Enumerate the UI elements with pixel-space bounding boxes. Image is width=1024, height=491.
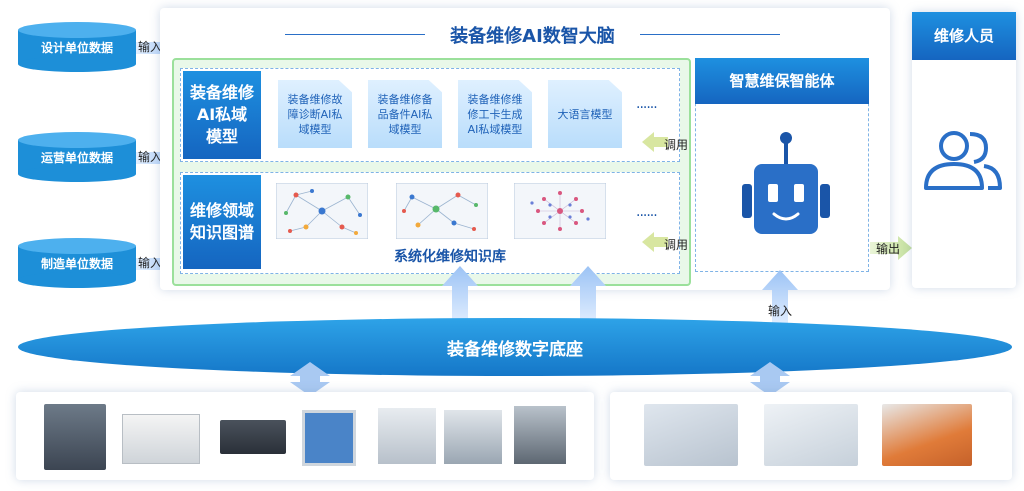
title-line-right <box>640 34 780 35</box>
call-arrow-icon <box>642 232 668 252</box>
input-label: 输入 <box>138 256 163 270</box>
call-label: 调用 <box>664 238 689 252</box>
doc-label: 装备维修维修工卡生成AI私域模型 <box>467 92 523 136</box>
knowledge-base-caption: 系统化维修知识库 <box>394 249 506 265</box>
personnel-title-bar: 维修人员 <box>912 12 1016 60</box>
private-model-box: 装备维修AI私域模型 <box>183 71 261 159</box>
equipment-image <box>514 406 566 464</box>
up-arrow-icon <box>762 270 798 326</box>
input-label: 输入 <box>138 40 163 54</box>
ellipsis: ······ <box>636 100 658 116</box>
title-line-left <box>285 34 425 35</box>
source-db-design: 设计单位数据 <box>18 22 136 72</box>
doc-workcard: 装备维修维修工卡生成AI私域模型 <box>458 80 532 148</box>
knowledge-graph-box: 维修领域知识图谱 <box>183 175 261 269</box>
network-graph-image <box>396 183 488 239</box>
output-label: 输出 <box>876 242 901 256</box>
users-icon <box>924 131 1002 190</box>
output-arrow-icon <box>870 236 912 260</box>
db-bottom <box>18 56 136 72</box>
equipment-image <box>122 414 200 464</box>
double-arrow-icon <box>750 362 790 396</box>
db-top <box>18 132 136 148</box>
up-arrow-icon <box>570 266 606 326</box>
doc-fault-diagnosis: 装备维修故障诊断AI私域模型 <box>278 80 352 148</box>
input-label: 输入 <box>138 150 163 164</box>
site-photo <box>644 404 738 466</box>
call-label: 调用 <box>664 138 689 152</box>
db-top <box>18 238 136 254</box>
source-db-operation: 运营单位数据 <box>18 132 136 182</box>
db-top <box>18 22 136 38</box>
agent-title: 智慧维保智能体 <box>729 72 835 90</box>
source-db-manufacture: 制造单位数据 <box>18 238 136 288</box>
db-bottom <box>18 272 136 288</box>
doc-label: 大语言模型 <box>557 107 613 121</box>
digital-base: 装备维修数字底座 <box>18 318 1012 376</box>
agent-title-bar: 智慧维保智能体 <box>695 58 869 104</box>
double-arrow-icon <box>290 362 330 396</box>
db-bottom <box>18 166 136 182</box>
robot-icon <box>742 132 830 234</box>
equipment-image <box>444 410 502 464</box>
equipment-image <box>220 420 286 454</box>
up-arrow-icon <box>442 266 478 326</box>
input-label: 输入 <box>768 304 793 318</box>
call-arrow-icon <box>642 132 668 152</box>
equipment-image <box>44 404 106 470</box>
site-photo <box>764 404 858 466</box>
doc-llm: 大语言模型 <box>548 80 622 148</box>
private-model-title: 装备维修AI私域模型 <box>189 83 254 146</box>
personnel-title: 维修人员 <box>933 27 994 45</box>
equipment-image <box>302 410 356 466</box>
doc-spare-parts: 装备维修备品备件AI私域模型 <box>368 80 442 148</box>
doc-label: 装备维修故障诊断AI私域模型 <box>287 92 343 136</box>
page-title: 装备维修AI数智大脑 <box>450 26 615 47</box>
site-photo <box>882 404 972 466</box>
network-graph-image <box>514 183 606 239</box>
network-graph-image <box>276 183 368 239</box>
equipment-image <box>378 408 436 464</box>
doc-label: 装备维修备品备件AI私域模型 <box>377 92 433 136</box>
digital-base-title: 装备维修数字底座 <box>447 339 583 360</box>
knowledge-graph-title: 维修领域知识图谱 <box>189 201 254 242</box>
ellipsis: ······ <box>636 208 658 224</box>
